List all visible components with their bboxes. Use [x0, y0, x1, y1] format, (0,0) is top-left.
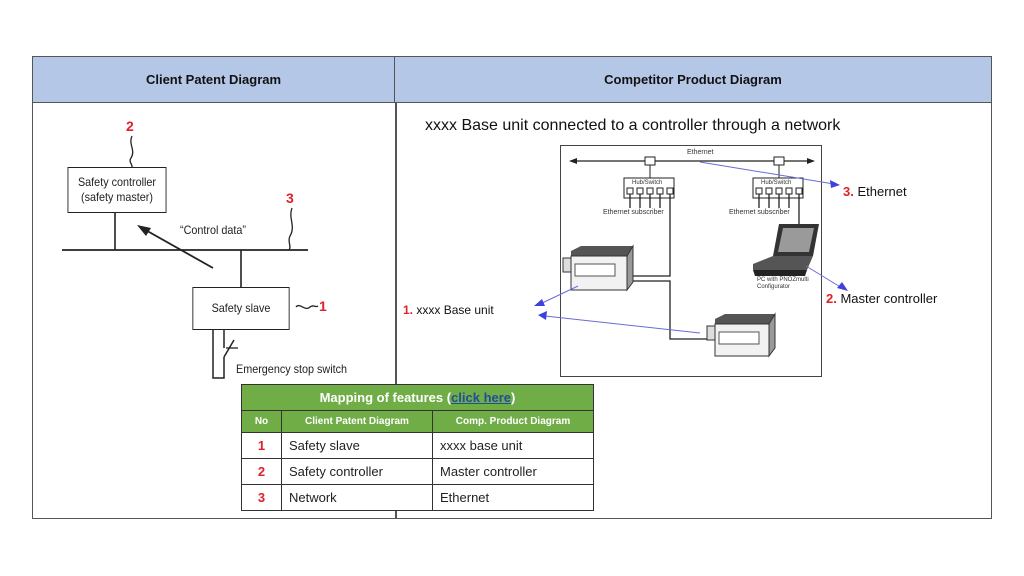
callout-base-label: xxxx Base unit [416, 303, 493, 317]
row-client: Safety controller [282, 459, 433, 485]
expansion-unit-device [707, 314, 775, 356]
click-here-link[interactable]: click here [451, 390, 511, 405]
tap-left [645, 157, 655, 165]
laptop-pc [753, 224, 819, 276]
network-diagram-image: Ethernet Hub/Switch Hub/Switch Ethernet … [560, 145, 822, 377]
mapping-table: Mapping of features (click here) No Clie… [241, 384, 594, 511]
header-client-patent: Client Patent Diagram [33, 57, 395, 103]
row-comp: xxxx base unit [433, 433, 594, 459]
mapping-title: Mapping of features (click here) [242, 385, 594, 411]
callout-ethernet-label: Ethernet [857, 184, 906, 199]
row-comp: Master controller [433, 459, 594, 485]
col-header-no: No [242, 411, 282, 433]
callout-master-label: Master controller [840, 291, 937, 306]
row-number: 2 [242, 459, 282, 485]
control-data-label: “Control data” [180, 223, 246, 237]
hub-right-label: Hub/Switch [761, 180, 791, 186]
row-number: 1 [242, 433, 282, 459]
row-client: Safety slave [282, 433, 433, 459]
header-competitor-product: Competitor Product Diagram [395, 57, 991, 103]
callout-base-unit: 1. xxxx Base unit [403, 303, 494, 317]
safety-controller-label: Safety controller [78, 175, 156, 190]
hub-left-label: Hub/Switch [632, 180, 662, 186]
col-header-client: Client Patent Diagram [282, 411, 433, 433]
callout-base-number: 1. [403, 303, 413, 317]
ref-number-3: 3 [286, 190, 294, 206]
table-row: 1 Safety slave xxxx base unit [242, 433, 594, 459]
safety-controller-box: Safety controller (safety master) [68, 167, 167, 213]
subscriber-left-label: Ethernet subscriber [603, 209, 664, 216]
ethernet-arrow-right [807, 158, 815, 164]
ref-number-1: 1 [319, 298, 327, 314]
safety-slave-box: Safety slave [192, 287, 289, 330]
table-row: 3 Network Ethernet [242, 485, 594, 511]
ethernet-diagram-label: Ethernet [687, 149, 713, 156]
safety-slave-label: Safety slave [212, 301, 271, 316]
base-unit-device [563, 246, 633, 290]
tap-right [774, 157, 784, 165]
safety-master-label: (safety master) [78, 190, 156, 205]
callout-master-controller: 2. Master controller [826, 291, 937, 306]
emergency-stop-label: Emergency stop switch [236, 362, 347, 376]
ref-number-2: 2 [126, 118, 134, 134]
row-number: 3 [242, 485, 282, 511]
col-header-comp: Comp. Product Diagram [433, 411, 594, 433]
table-row: 2 Safety controller Master controller [242, 459, 594, 485]
pc-label-line1: PC with PNOZmulti [757, 277, 809, 283]
callout-ethernet: 3. Ethernet [843, 184, 907, 199]
mapping-title-text: Mapping of features ( [320, 390, 451, 405]
pc-label-line2: Configurator [757, 284, 790, 290]
competitor-subtitle: xxxx Base unit connected to a controller… [425, 117, 840, 135]
row-comp: Ethernet [433, 485, 594, 511]
row-client: Network [282, 485, 433, 511]
mapping-title-end: ) [511, 390, 515, 405]
callout-ethernet-number: 3. [843, 184, 854, 199]
subscriber-right-label: Ethernet subscriber [729, 209, 790, 216]
callout-master-number: 2. [826, 291, 837, 306]
ethernet-arrow-left [569, 158, 577, 164]
